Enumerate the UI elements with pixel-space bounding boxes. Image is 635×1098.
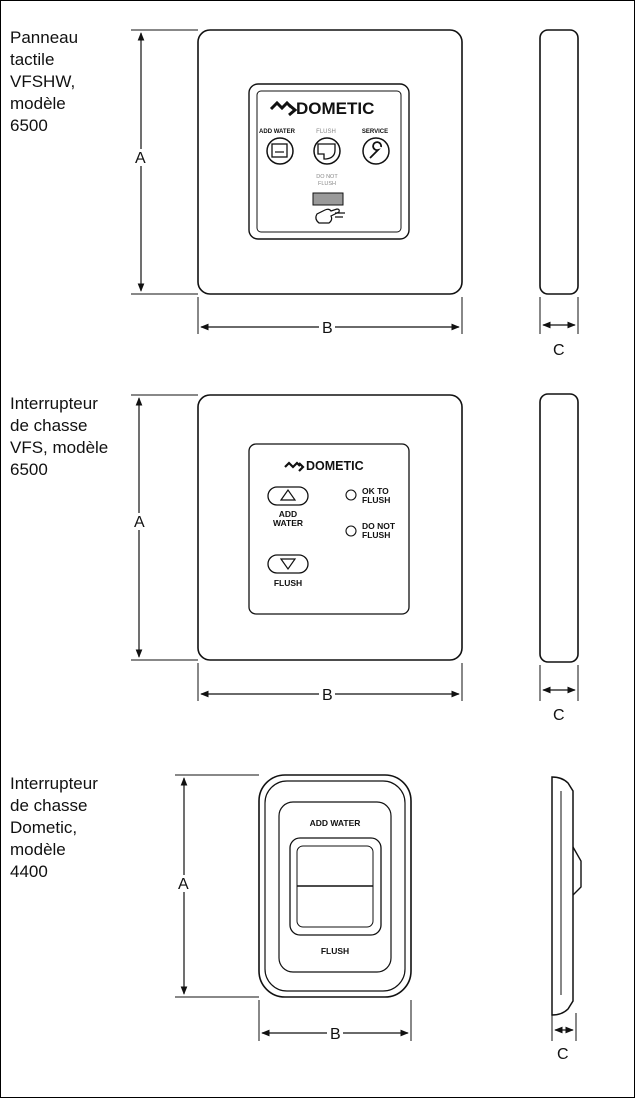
add-water-button (267, 486, 309, 506)
vfshw-dnf-label-2: FLUSH (318, 181, 336, 187)
vfs-add-water-2: WATER (273, 518, 303, 528)
vfs-dim-b: B (322, 687, 333, 704)
dometic-4400-side-view (551, 776, 582, 1016)
vfshw-flush-label: FLUSH (316, 129, 336, 135)
vfshw-dnf-label-1: DO NOT (316, 174, 338, 180)
vfs-side-view (539, 393, 579, 663)
caption-vfs-6500: Interrupteur de chasse VFS, modèle 6500 (10, 394, 109, 479)
vfshw-dim-a: A (135, 150, 146, 167)
d4400-dim-b: B (330, 1026, 341, 1043)
d4400-add-water-label: ADD WATER (310, 818, 361, 828)
flush-icon (313, 137, 341, 165)
dnf-indicator (312, 192, 344, 206)
dometic-logo-icon (269, 100, 298, 117)
down-triangle-icon (279, 558, 297, 571)
vfshw-dim-b: B (322, 320, 333, 337)
dometic-4400-dimensions: A B C (175, 774, 577, 1063)
d4400-dim-c: C (557, 1046, 569, 1063)
hand-wave-icon (315, 208, 345, 224)
flush-button (267, 554, 309, 574)
vfs-ok-2: FLUSH (362, 495, 390, 505)
vfshw-brand: DOMETIC (296, 99, 374, 118)
vfs-dim-c: C (553, 707, 565, 724)
vfs-add-water-1: ADD (279, 509, 297, 519)
vfshw-dimensions: A B C (131, 29, 579, 359)
vfs-dimensions: A B C (131, 394, 579, 724)
rocker-profile (572, 846, 582, 896)
do-not-flush-led (345, 525, 357, 537)
up-triangle-icon (279, 488, 297, 501)
d4400-dim-a: A (178, 876, 189, 893)
dometic-logo-icon (284, 461, 305, 472)
vfs-front-view: DOMETIC ADD WATER FLUSH OK TO FLUSH DO N… (197, 394, 463, 661)
vfshw-front-view: DOMETIC ADD WATER FLUSH SERVICE DO NOT F… (197, 29, 463, 295)
dometic-4400-front-view: ADD WATER FLUSH (258, 774, 412, 998)
wrench-icon (362, 137, 390, 165)
vfshw-dim-c: C (553, 342, 565, 359)
caption-dometic-4400: Interrupteur de chasse Dometic, modèle 4… (10, 774, 98, 881)
caption-vfshw-6500: Panneau tactile VFSHW, modèle 6500 (10, 28, 79, 135)
vfs-dim-a: A (134, 514, 145, 531)
vfshw-side-view (539, 29, 579, 295)
ok-to-flush-led (345, 489, 357, 501)
vfs-flush-label: FLUSH (274, 578, 302, 588)
vfs-dnf-2: FLUSH (362, 530, 390, 540)
vfshw-add-water-label: ADD WATER (259, 129, 296, 135)
vfs-ok-1: OK TO (362, 486, 389, 496)
vfshw-service-label: SERVICE (362, 129, 388, 135)
vfs-dnf-1: DO NOT (362, 521, 396, 531)
d4400-flush-label: FLUSH (321, 946, 349, 956)
add-water-icon (266, 137, 294, 165)
vfs-brand: DOMETIC (306, 459, 364, 473)
